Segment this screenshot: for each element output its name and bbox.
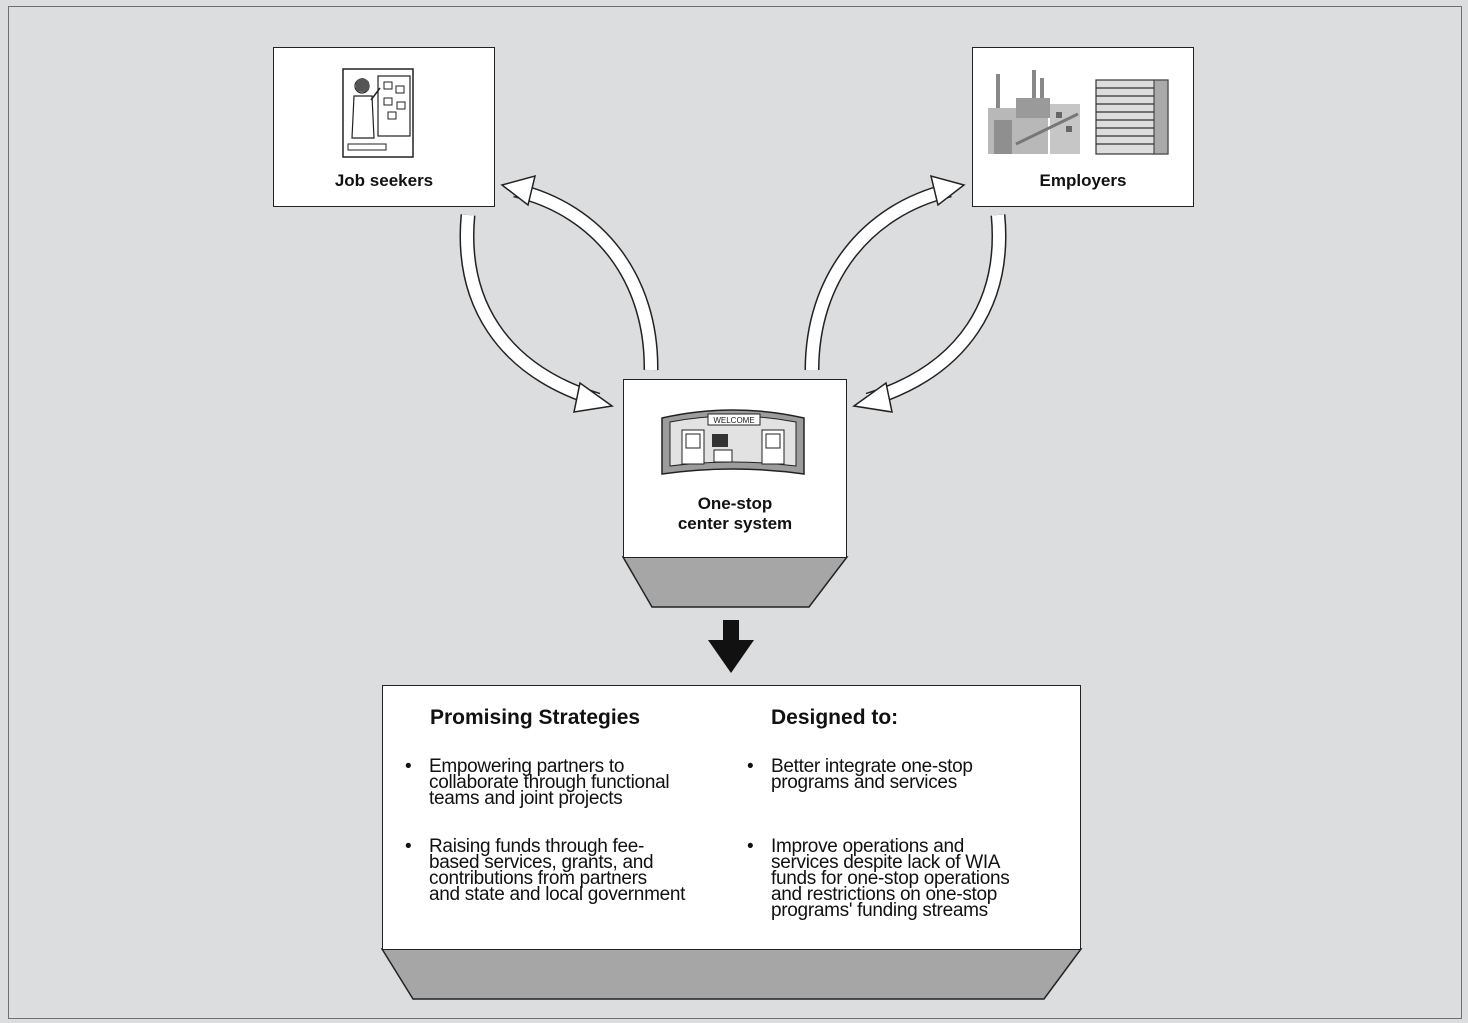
- bullet-icon: •: [405, 836, 412, 857]
- bullet-icon: •: [405, 756, 412, 777]
- figure-frame: [8, 6, 1462, 1019]
- strategies-box: Promising Strategies Designed to: • Empo…: [382, 685, 1081, 950]
- down-arrow-icon: [708, 620, 754, 673]
- job-seekers-box: Job seekers: [273, 47, 495, 207]
- goal-item-2: • Improve operations and services despit…: [747, 836, 1010, 921]
- strategy-item-2-text: Raising funds through fee- based service…: [429, 836, 686, 905]
- bullet-icon: •: [747, 836, 754, 857]
- employers-box: Employers: [972, 47, 1194, 207]
- strategy-item-2: • Raising funds through fee- based servi…: [405, 836, 686, 905]
- job-seekers-label: Job seekers: [334, 171, 434, 190]
- one-stop-center-box: WELCOME One-stop center system: [623, 379, 847, 558]
- goal-item-1-text: Better integrate one-stop programs and s…: [771, 756, 973, 793]
- strategies-heading: Promising Strategies: [430, 706, 641, 729]
- strategy-item-1-text: Empowering partners to collaborate throu…: [429, 756, 670, 809]
- one-stop-label-line1: One-stop: [697, 494, 773, 513]
- goal-item-1: • Better integrate one-stop programs and…: [747, 756, 973, 793]
- bullet-icon: •: [747, 756, 754, 777]
- one-stop-label-line2: center system: [677, 514, 793, 533]
- one-stop-base: [621, 556, 849, 608]
- person-at-job-board-icon: [342, 68, 414, 158]
- arrowhead-left-bottom: [573, 381, 614, 413]
- factory-and-office-building-icon: [988, 70, 1169, 155]
- welcome-center-icon: WELCOME: [661, 409, 805, 475]
- goal-item-2-text: Improve operations and services despite …: [771, 836, 1010, 921]
- strategies-base: [380, 948, 1083, 1000]
- arrowhead-left-top: [500, 174, 537, 207]
- employers-label: Employers: [1039, 171, 1127, 190]
- strategy-item-1: • Empowering partners to collaborate thr…: [405, 756, 670, 809]
- welcome-sign-text: WELCOME: [713, 416, 754, 425]
- arrowhead-right-top: [929, 174, 966, 207]
- arrowhead-right-bottom: [852, 381, 893, 413]
- designed-to-heading: Designed to:: [771, 706, 899, 729]
